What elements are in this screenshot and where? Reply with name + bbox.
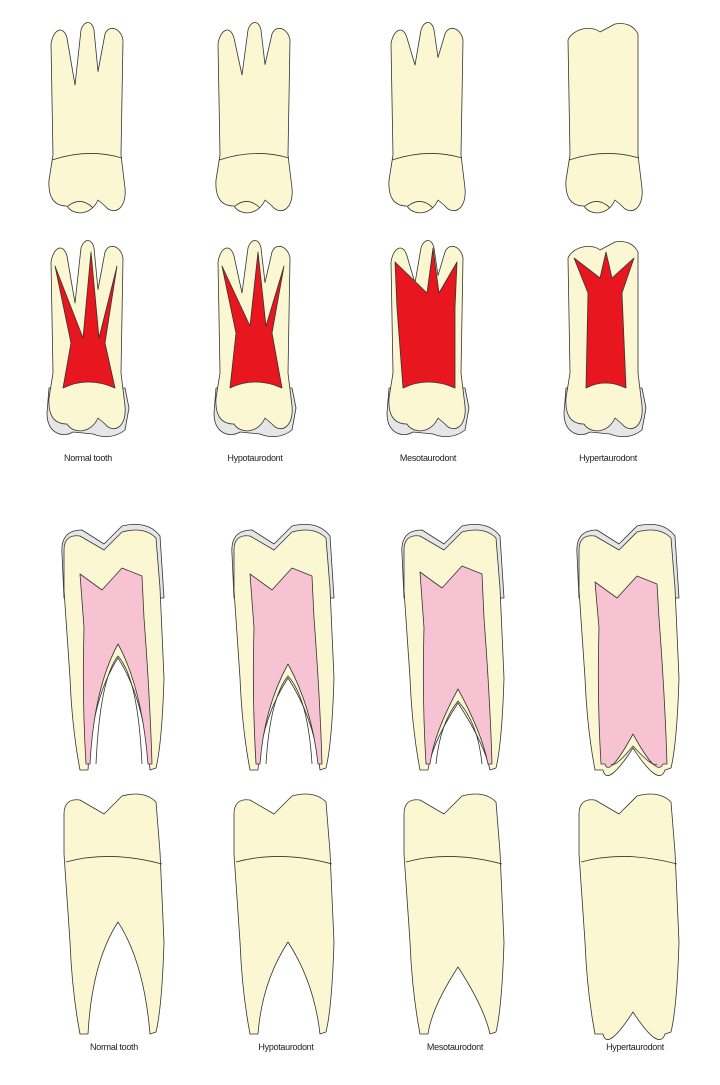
upper-tooth-exterior-hypertaurodont <box>565 23 643 214</box>
pulp-chamber <box>594 575 668 768</box>
cementoenamel-junction <box>65 856 163 865</box>
upper-tooth-exterior-mesotaurodont <box>388 22 466 214</box>
upper-tooth-exterior-hypotaurodont <box>215 22 293 214</box>
lower-tooth-section-mesotaurodont <box>401 523 505 771</box>
cementoenamel-junction <box>391 153 463 161</box>
pulp-chamber <box>79 567 153 765</box>
cusp-line <box>584 201 611 209</box>
upper-tooth-exterior-normal <box>48 22 126 214</box>
pulp-chamber <box>419 565 493 765</box>
upper-tooth-section-normal <box>46 240 130 438</box>
cementoenamel-junction <box>580 856 678 865</box>
label-mesotaurodont-upper: Mesotaurodont <box>399 453 457 463</box>
cusp-line <box>407 201 434 209</box>
lower-tooth-section-hypertaurodont <box>576 523 680 776</box>
lower-tooth-exterior-hypotaurodont <box>233 793 335 1035</box>
cusp-line <box>67 201 94 209</box>
cementoenamel-junction <box>51 153 123 161</box>
tooth-outline <box>215 22 293 214</box>
pulp-chamber <box>249 567 323 765</box>
pulp-chamber <box>221 251 285 389</box>
label-hypotaurodont-lower: Hypotaurodont <box>258 1042 314 1052</box>
label-normal-tooth-upper: Normal tooth <box>64 453 112 463</box>
tooth-outline <box>578 793 680 1040</box>
tooth-outline <box>403 793 505 1035</box>
tooth-outline <box>388 22 466 214</box>
upper-tooth-section-hypotaurodont <box>213 240 297 438</box>
root-canal-wall <box>265 675 313 765</box>
cementoenamel-junction <box>405 856 503 865</box>
upper-tooth-section-hypertaurodont <box>563 241 647 438</box>
lower-tooth-section-hypotaurodont <box>231 523 335 771</box>
lower-tooth-exterior-mesotaurodont <box>403 793 505 1035</box>
label-mesotaurodont-lower: Mesotaurodont <box>426 1042 484 1052</box>
pulp-chamber <box>573 251 635 389</box>
pulp-chamber <box>394 247 458 389</box>
tooth-outline <box>233 793 335 1035</box>
root-canal-wall <box>435 700 483 765</box>
tooth-outline <box>48 22 126 214</box>
pulp-chamber <box>54 251 118 389</box>
label-hypotaurodont-upper: Hypotaurodont <box>227 453 283 463</box>
root-canal-wall <box>95 655 143 765</box>
lower-tooth-section-normal <box>61 523 165 771</box>
tooth-outline <box>63 793 165 1035</box>
cementoenamel-junction <box>235 856 333 865</box>
label-hypertaurodont-lower: Hypertaurodont <box>606 1042 664 1052</box>
tooth-outline <box>565 23 643 214</box>
root-canal-wall <box>610 745 658 765</box>
cusp-line <box>234 201 261 209</box>
cementoenamel-junction <box>218 153 290 161</box>
label-hypertaurodont-upper: Hypertaurodont <box>579 453 637 463</box>
lower-tooth-exterior-hypertaurodont <box>578 793 680 1040</box>
label-normal-tooth-lower: Normal tooth <box>90 1042 138 1052</box>
upper-tooth-section-mesotaurodont <box>386 240 470 438</box>
cementoenamel-junction <box>568 153 640 161</box>
lower-tooth-exterior-normal <box>63 793 165 1035</box>
